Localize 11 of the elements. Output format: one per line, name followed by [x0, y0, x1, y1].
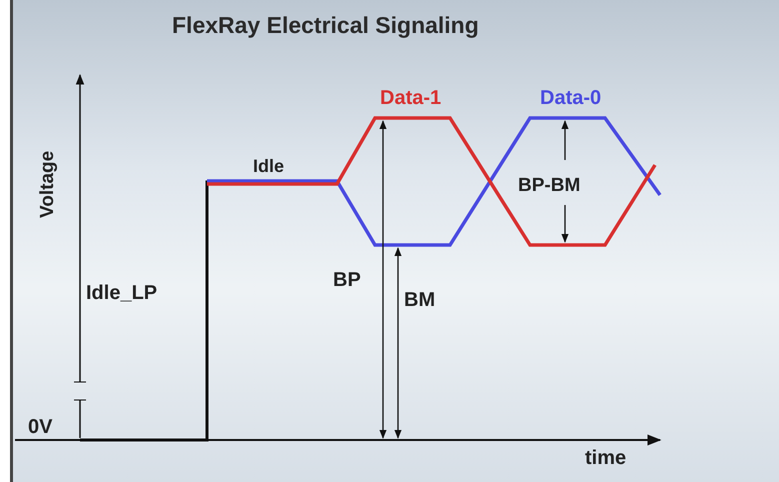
- dimension-label: BM: [404, 290, 436, 310]
- signal-label: Data-0: [540, 88, 602, 108]
- signal-label: Data-1: [380, 88, 442, 108]
- signal-label: Idle: [253, 157, 284, 175]
- dimension-label: Idle_LP: [86, 283, 158, 303]
- dimension-label: BP-BM: [518, 176, 580, 195]
- axis-label: time: [585, 448, 626, 468]
- axis-label: Voltage: [38, 150, 57, 218]
- chart-title: FlexRay Electrical Signaling: [172, 14, 479, 37]
- dimension-label: 0V: [28, 417, 52, 437]
- dimension-label: BP: [333, 270, 361, 290]
